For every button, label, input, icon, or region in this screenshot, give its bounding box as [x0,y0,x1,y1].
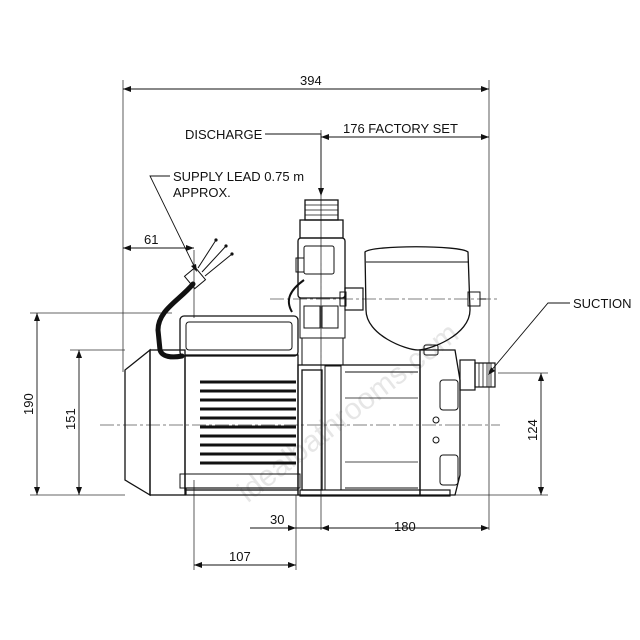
text-labels: DISCHARGE SUPPLY LEAD 0.75 m APPROX. SUC… [173,127,632,311]
cooling-fins [200,380,296,465]
label-supply-approx: APPROX. [173,185,231,200]
dim-lead-offset: 61 [144,232,158,247]
dim-height-suction: 124 [525,419,540,441]
motor [124,315,301,497]
discharge-assembly [287,199,364,366]
label-supply-lead: SUPPLY LEAD 0.75 m [173,169,304,184]
dimension-values: 394 176 FACTORY SET 61 190 151 124 30 18… [21,73,540,564]
dimension-lines [34,86,544,568]
extension-lines [30,80,548,570]
supply-lead-cable [155,238,234,360]
leader-lines [149,133,570,375]
pressure-tank [364,246,486,351]
watermark: idealbathrooms.com [232,317,465,509]
dim-base-30: 30 [270,512,284,527]
label-discharge: DISCHARGE [185,127,263,142]
dim-overall-width: 394 [300,73,322,88]
dim-base-107: 107 [229,549,251,564]
dim-height-total: 190 [21,393,36,415]
pump-housing [185,344,496,497]
dim-base-180: 180 [394,519,416,534]
label-suction: SUCTION [573,296,632,311]
dim-height-motor: 151 [63,408,78,430]
dim-factory-set: 176 FACTORY SET [343,121,458,136]
center-lines [100,200,500,500]
